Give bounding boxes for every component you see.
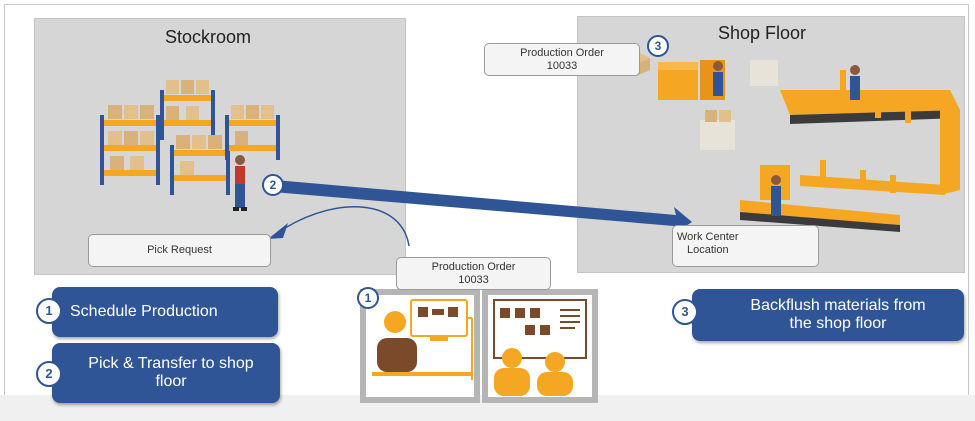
planning-board-illustration — [482, 289, 598, 403]
production-order-number: 10033 — [458, 274, 489, 286]
step-3-label-line1: Backflush materials from — [750, 297, 926, 314]
shop-floor-title: Shop Floor — [718, 23, 807, 43]
pick-request-curved-arrow — [268, 205, 410, 247]
step-2-pick-transfer: Pick & Transfer to shop floor — [52, 343, 280, 403]
step-2-label-line1: Pick & Transfer to shop — [88, 355, 254, 372]
step-1-number-badge: 1 — [36, 298, 62, 324]
work-center-location-label: Location — [687, 244, 729, 256]
production-order-label: Production Order — [520, 47, 604, 59]
step-3-marker: 3 — [647, 35, 669, 57]
transfer-arrow — [273, 180, 692, 235]
step-2-label-line2: floor — [155, 373, 187, 390]
step-3-number-badge: 3 — [672, 299, 698, 325]
stockroom-title: Stockroom — [165, 27, 252, 47]
step-1-schedule-production: Schedule Production — [52, 287, 278, 337]
step-1-marker: 1 — [357, 287, 379, 309]
production-order-callout-top: Production Order 10033 — [484, 43, 640, 76]
work-center-label: Work Center — [677, 231, 739, 243]
step-3-backflush: Backflush materials from the shop floor — [692, 289, 964, 341]
stockroom-worker — [233, 155, 247, 211]
production-order-callout-mid: Production Order 10033 — [396, 257, 551, 290]
pick-request-label: Pick Request — [147, 244, 212, 256]
production-order-number: 10033 — [546, 60, 578, 72]
step-2-marker: 2 — [262, 174, 284, 196]
step-3-label-line2: the shop floor — [789, 315, 887, 332]
factory-floor-illustration — [658, 60, 960, 232]
production-order-label: Production Order — [431, 261, 516, 273]
warehouse-shelves-illustration — [100, 80, 280, 211]
planner-illustration — [360, 289, 480, 403]
work-center-callout: Work Center Location — [672, 225, 819, 267]
step-1-label: Schedule Production — [70, 303, 218, 320]
step-2-number-badge: 2 — [36, 361, 62, 387]
pick-request-callout: Pick Request — [88, 234, 271, 267]
